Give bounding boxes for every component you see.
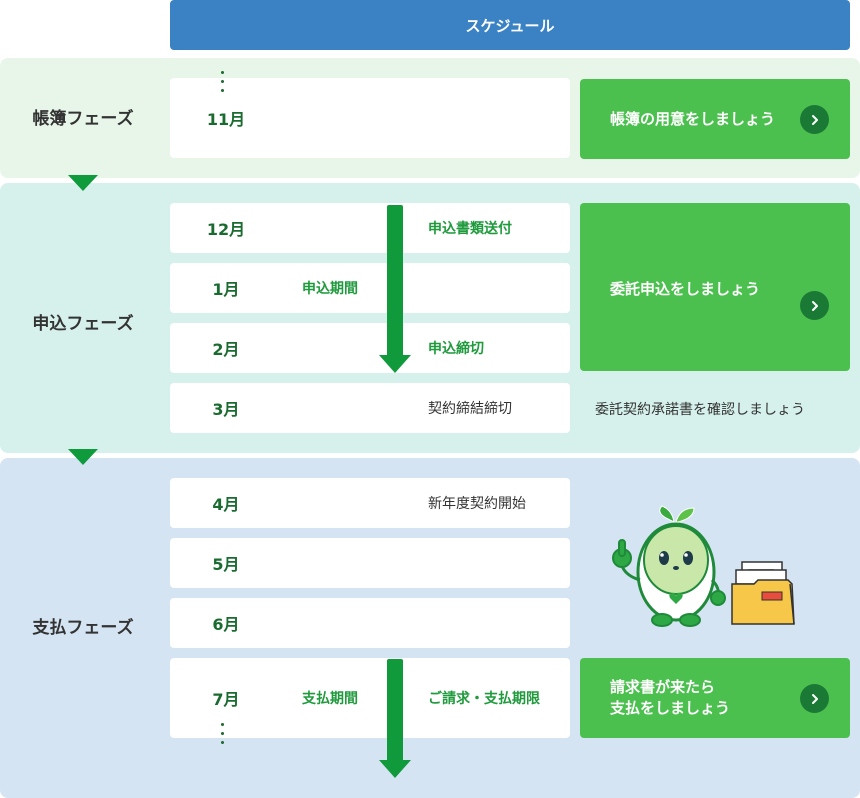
prepare-ledger-button[interactable]: 帳簿の用意をしましょう	[580, 79, 850, 159]
continuation-dots	[221, 723, 224, 750]
cta-label: 請求書が来たら 支払をしましょう	[610, 658, 730, 738]
chevron-right-icon[interactable]	[800, 291, 829, 320]
month-label: 6月	[212, 615, 240, 634]
cta-label: 帳簿の用意をしましょう	[610, 109, 776, 128]
chevron-right-icon[interactable]	[800, 105, 829, 134]
phase-transition-arrow	[68, 175, 98, 191]
month-row: 11月	[170, 78, 570, 158]
payment-period-arrow	[379, 659, 411, 779]
month-row: 3月 契約締結締切	[170, 383, 570, 433]
contract-confirmation-note: 委託契約承諾書を確認しましょう	[595, 402, 805, 418]
phase-payment-label: 支払フェーズ	[32, 618, 134, 638]
chevron-right-icon[interactable]	[800, 684, 829, 713]
month-row: 6月	[170, 598, 570, 648]
period-label: 支払期間	[302, 691, 358, 707]
month-label: 1月	[212, 280, 240, 299]
month-row: 5月	[170, 538, 570, 588]
pay-invoice-button[interactable]: 請求書が来たら 支払をしましょう	[580, 658, 850, 738]
phase-application-label: 申込フェーズ	[32, 314, 134, 334]
month-label: 11月	[206, 110, 246, 129]
schedule-header: スケジュール	[170, 0, 850, 50]
event-label: 申込締切	[428, 341, 484, 357]
month-label: 12月	[206, 220, 246, 239]
event-label: 新年度契約開始	[428, 496, 526, 512]
folder-illustration	[731, 561, 795, 625]
continuation-dots	[221, 71, 224, 98]
month-label: 4月	[212, 495, 240, 514]
month-row: 2月 申込締切	[170, 323, 570, 373]
phase-transition-arrow	[68, 449, 98, 465]
cta-label-line2: 支払をしましょう	[610, 699, 731, 717]
month-row: 4月 新年度契約開始	[170, 478, 570, 528]
month-label: 7月	[212, 690, 240, 709]
event-label: ご請求・支払期限	[428, 691, 540, 707]
month-row: 1月 申込期間	[170, 263, 570, 313]
phase-ledger-label: 帳簿フェーズ	[32, 109, 134, 129]
month-label: 3月	[212, 400, 240, 419]
month-label: 5月	[212, 555, 240, 574]
schedule-header-title: スケジュール	[465, 16, 555, 35]
cta-label: 委託申込をしましょう	[610, 279, 761, 298]
application-period-arrow	[379, 205, 411, 373]
cta-label-line1: 請求書が来たら	[610, 678, 716, 696]
month-row: 7月 支払期間 ご請求・支払期限	[170, 658, 570, 738]
apply-commission-button[interactable]: 委託申込をしましょう	[580, 203, 850, 371]
month-label: 2月	[212, 340, 240, 359]
period-label: 申込期間	[302, 281, 358, 297]
event-label: 契約締結締切	[428, 401, 512, 417]
event-label: 申込書類送付	[428, 221, 512, 237]
mascot-illustration	[612, 505, 726, 627]
month-row: 12月 申込書類送付	[170, 203, 570, 253]
